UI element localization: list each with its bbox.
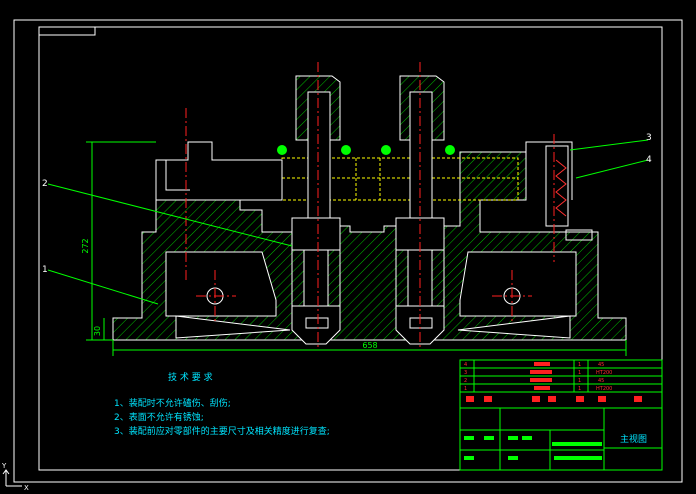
dimensions xyxy=(47,139,649,356)
balloon-4: 4 xyxy=(646,155,652,165)
balloon-1: 1 xyxy=(42,265,48,275)
bom-1-material: HT200 xyxy=(596,386,612,392)
bom-4-qty: 1 xyxy=(578,362,581,368)
title-block-fill xyxy=(464,436,602,460)
ucs-icon xyxy=(2,469,22,487)
bom-3-no: 3 xyxy=(464,370,467,376)
ucs-x-label: X xyxy=(24,484,29,492)
clamp-spring xyxy=(545,145,593,241)
title-block xyxy=(459,359,663,471)
spindle-right xyxy=(381,75,455,345)
tech-req-3: 3、装配前应对零部件的主要尺寸及相关精度进行复查; xyxy=(114,425,330,437)
drawing-name: 主视图 xyxy=(620,433,647,445)
tech-req-1: 1、装配时不允许磕伤、刮伤; xyxy=(114,397,231,409)
bom-2-no: 2 xyxy=(464,378,467,384)
base-body xyxy=(112,151,627,341)
dim-width: 658 xyxy=(362,341,377,350)
dim-base: 30 xyxy=(93,326,102,336)
balloon-3: 3 xyxy=(646,133,652,143)
bom-2-qty: 1 xyxy=(578,378,581,384)
bom-1-qty: 1 xyxy=(578,386,581,392)
dim-height: 272 xyxy=(81,238,90,253)
bom-4-material: 45 xyxy=(598,362,604,368)
upper-block-outline xyxy=(155,141,573,201)
title-block-marks xyxy=(466,362,642,402)
bom-3-material: HT200 xyxy=(596,370,612,376)
tech-req-2: 2、表面不允许有锈蚀; xyxy=(114,411,204,423)
bom-1-no: 1 xyxy=(464,386,467,392)
tech-req-title: 技 术 要 求 xyxy=(168,371,213,383)
balloon-2: 2 xyxy=(42,179,48,189)
drawing-frame xyxy=(13,19,683,483)
bom-2-material: 45 xyxy=(598,378,604,384)
bom-4-no: 4 xyxy=(464,362,467,368)
center-lines xyxy=(185,62,555,350)
bom-3-qty: 1 xyxy=(578,370,581,376)
ucs-y-label: Y xyxy=(1,462,7,470)
